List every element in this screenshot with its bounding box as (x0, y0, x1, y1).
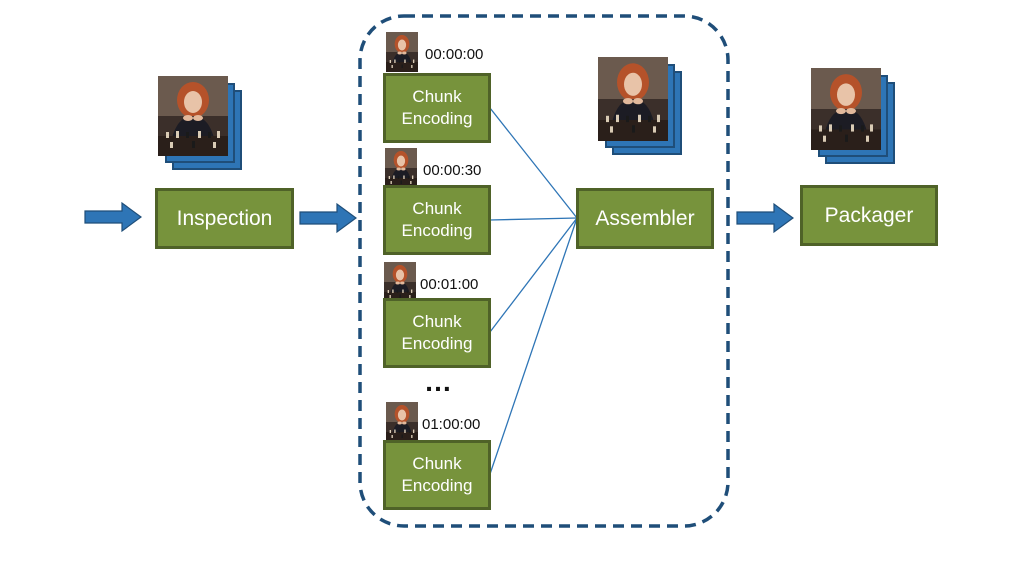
right-arrow-icon (299, 202, 358, 234)
chunk-label-line1: Chunk (412, 87, 462, 106)
video-frame-thumbnail-icon (385, 148, 417, 188)
chunk-label-line1: Chunk (412, 312, 462, 331)
video-frame-stack-icon (811, 68, 895, 166)
connector-line (489, 217, 578, 475)
chunk-label-line1: Chunk (412, 199, 462, 218)
connector-line (489, 107, 578, 219)
assembler-label: Assembler (595, 206, 695, 230)
more-chunks-ellipsis: … (424, 366, 455, 397)
chunk-encoding-box: Chunk Encoding (383, 73, 491, 143)
inspection-stage: Inspection (155, 188, 294, 249)
chunk-encoding-box: Chunk Encoding (383, 298, 491, 368)
right-arrow-icon (84, 201, 143, 233)
connector-line (489, 217, 578, 333)
assembler-stage: Assembler (576, 188, 714, 249)
chunk-timestamp: 00:00:00 (425, 46, 484, 63)
connector-line (489, 217, 578, 221)
parallel-encoding-group (358, 14, 730, 528)
packager-label: Packager (824, 203, 914, 227)
chunk-label-line2: Encoding (401, 334, 473, 353)
chunk-label-line2: Encoding (401, 221, 473, 240)
packager-stage: Packager (800, 185, 938, 246)
right-arrow-icon (736, 202, 795, 234)
chunk-timestamp: 00:00:30 (423, 162, 482, 179)
chunk-encoding-box: Chunk Encoding (383, 185, 491, 255)
video-frame-stack-icon (598, 57, 682, 157)
chunk-label-line2: Encoding (401, 476, 473, 495)
chunk-encoding-box: Chunk Encoding (383, 440, 491, 510)
video-frame-thumbnail-icon (386, 402, 418, 442)
video-frame-thumbnail-icon (386, 32, 418, 72)
video-frame-stack-icon (158, 76, 242, 172)
video-frame-thumbnail-icon (384, 262, 416, 302)
inspection-label: Inspection (176, 206, 273, 230)
chunk-timestamp: 01:00:00 (422, 416, 481, 433)
chunk-label-line1: Chunk (412, 454, 462, 473)
chunk-label-line2: Encoding (401, 109, 473, 128)
chunk-timestamp: 00:01:00 (420, 276, 479, 293)
